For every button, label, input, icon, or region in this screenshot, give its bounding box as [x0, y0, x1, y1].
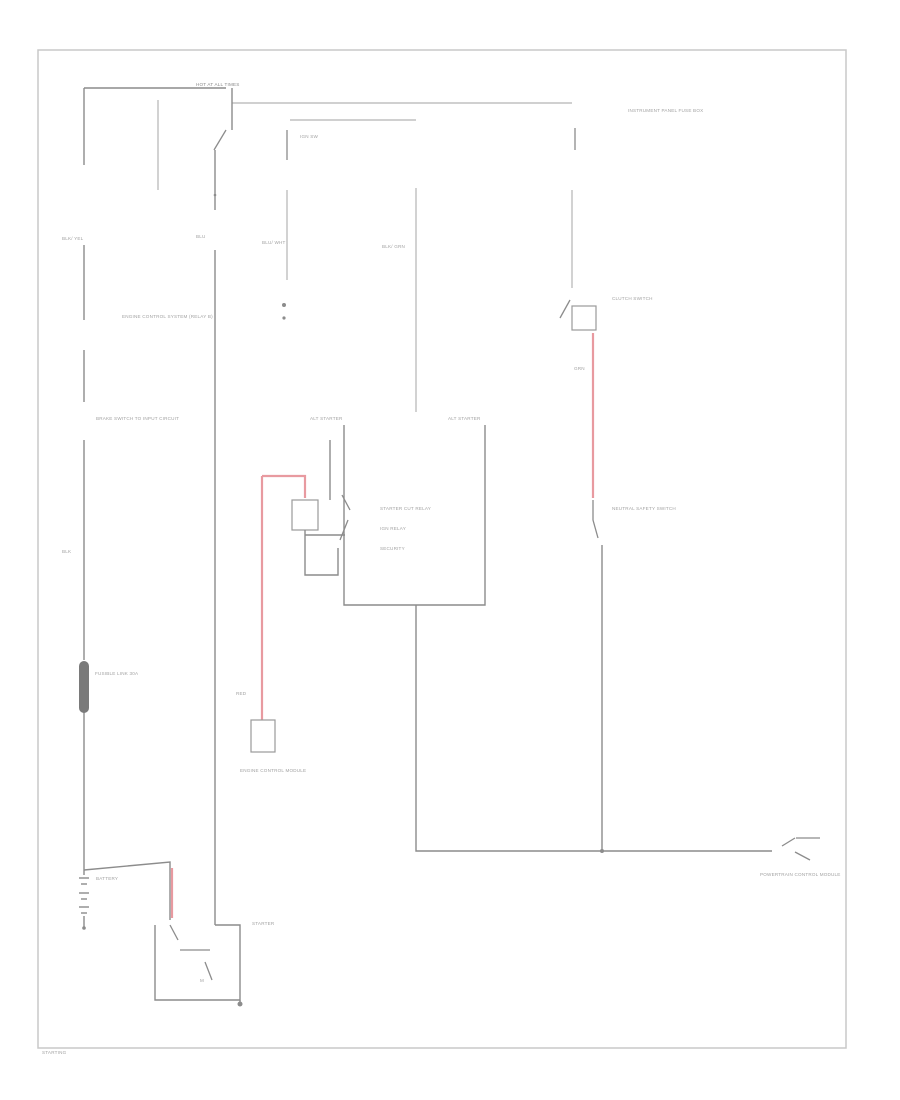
label-wire-left-top: BLK/ YEL — [62, 236, 84, 241]
label-center-mod-3: SECURITY — [380, 546, 405, 551]
label-bottom-module: POWERTRAIN CONTROL MODULE — [760, 872, 841, 877]
label-clutch-switch: CLUTCH SWITCH — [612, 296, 653, 301]
label-starter-sub: M — [200, 978, 204, 983]
label-center-top-a: ALT STARTER — [310, 416, 343, 421]
label-wire-bu-wh: BLU/ WHT — [262, 240, 286, 245]
label-footnote: STARTING — [42, 1050, 67, 1055]
label-neutral-switch: NEUTRAL SAFETY SWITCH — [612, 506, 676, 511]
left-power-wire — [83, 87, 226, 860]
label-ignition: IGN SW — [300, 134, 319, 139]
label-component-left-2: BRAKE SWITCH TO INPUT CIRCUIT — [96, 416, 179, 421]
fuse-switch-left — [282, 130, 288, 320]
label-center-top-b: ALT STARTER — [448, 416, 481, 421]
label-wire-grn: GRN — [574, 366, 585, 371]
center-module — [305, 425, 486, 606]
center-bottom-wire — [415, 605, 772, 852]
right-lower-switch — [592, 500, 603, 850]
label-component-left-1: ENGINE CONTROL SYSTEM (RELAY B) — [122, 314, 213, 319]
junction-node — [600, 849, 604, 853]
label-center-mod-1: STARTER CUT RELAY — [380, 506, 431, 511]
starter-icon — [154, 924, 243, 1007]
label-battery: BATTERY — [96, 876, 118, 881]
label-top-fuse: HOT AT ALL TIMES — [196, 82, 240, 87]
fusible-link — [79, 661, 89, 713]
right-switch-wire — [559, 128, 597, 331]
relay-box-left — [250, 474, 339, 753]
label-starter: STARTER — [252, 921, 275, 926]
label-right-module: ENGINE CONTROL MODULE — [240, 768, 306, 773]
diagram-frame — [37, 49, 847, 1049]
label-center-mod-2: IGN RELAY — [380, 526, 406, 531]
label-wire-left-mid: BLK — [62, 549, 72, 554]
ignition-switch — [157, 88, 233, 925]
label-right-top: INSTRUMENT PANEL FUSE BOX — [628, 108, 703, 113]
label-wire-red: RED — [236, 691, 247, 696]
bottom-right-module — [781, 837, 820, 861]
label-wire-blu: BLU — [196, 234, 206, 239]
label-wire-grn-b: BLK/ GRN — [382, 244, 405, 249]
battery-icon — [79, 860, 171, 930]
label-fusible-link: FUSIBLE LINK 30A — [95, 671, 139, 676]
